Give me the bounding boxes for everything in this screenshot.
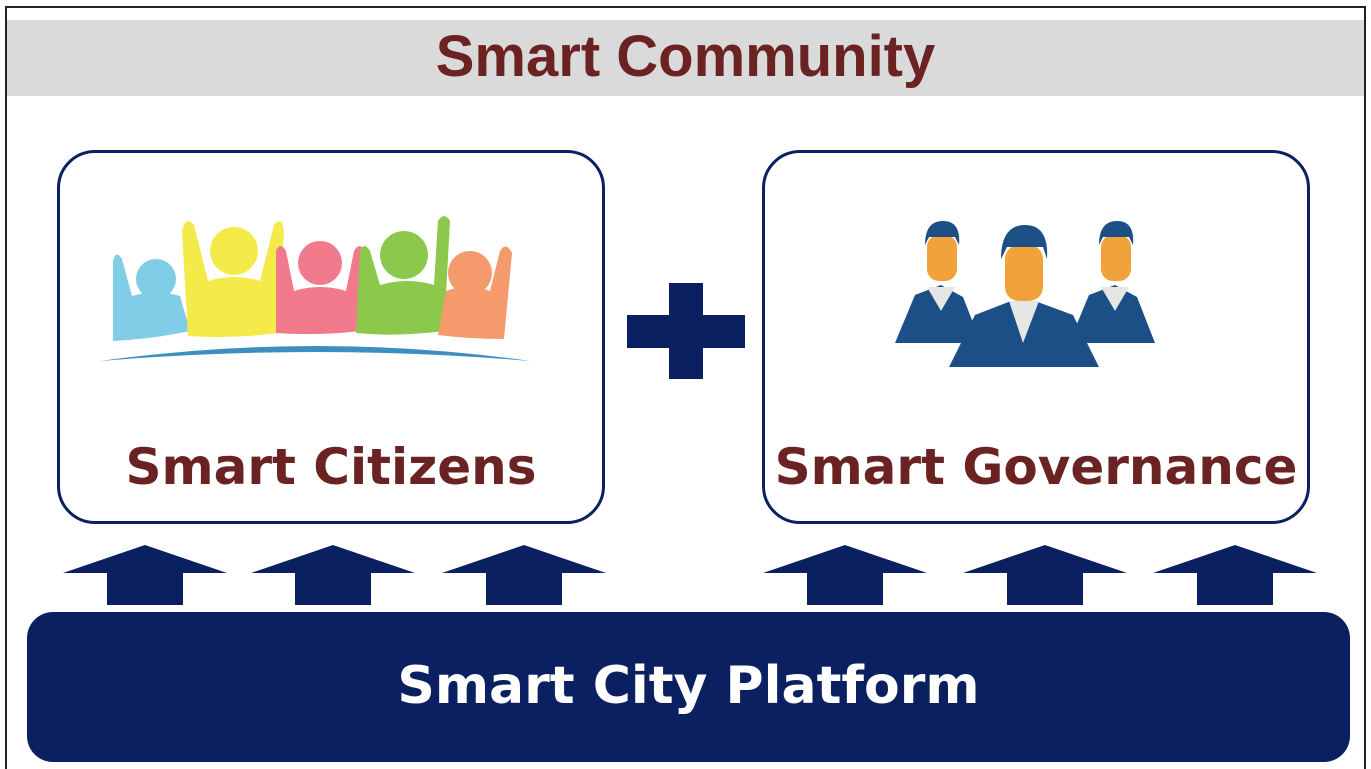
up-arrow-icon: [251, 545, 415, 605]
up-arrow-icon: [63, 545, 227, 605]
title-bar: Smart Community: [7, 20, 1364, 96]
platform-label: Smart City Platform: [397, 656, 980, 716]
up-arrow-icon: [442, 545, 606, 605]
business-people-icon: [895, 221, 1155, 367]
up-arrow-icon: [1153, 545, 1317, 605]
up-arrow-icon: [963, 545, 1127, 605]
smart-citizens-label: Smart Citizens: [125, 438, 537, 496]
plus-icon: [627, 283, 745, 379]
diagram-title: Smart Community: [435, 24, 936, 89]
up-arrow-icon: [763, 545, 927, 605]
smart-governance-label: Smart Governance: [774, 438, 1298, 496]
smart-governance-panel: Smart Governance: [762, 150, 1310, 524]
smart-city-platform-bar: Smart City Platform: [27, 612, 1350, 762]
people-cheering-icon: [100, 216, 530, 361]
smart-citizens-panel: Smart Citizens: [57, 150, 605, 524]
